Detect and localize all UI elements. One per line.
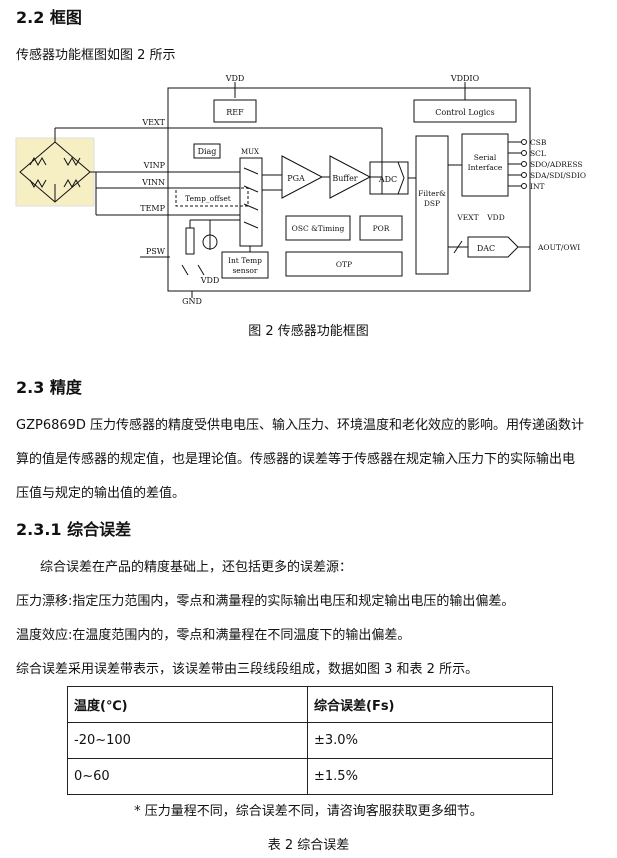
mux-label: MUX [241, 148, 259, 156]
int-temp-sensor-block [221, 251, 269, 279]
int-label: INT [530, 182, 545, 191]
gnd-label: GND [182, 297, 202, 306]
table-cell: ±1.5% [307, 758, 553, 795]
dac-block [467, 236, 519, 258]
filter-label-1: Filter& [418, 189, 446, 198]
table-cell: 0~60 [67, 758, 308, 795]
chip-outline [167, 87, 531, 292]
block-diagram-intro: 传感器功能框图如图 2 所示 [16, 48, 176, 63]
buffer-label: Buffer [332, 174, 357, 183]
error-band-text: 综合误差采用误差带表示，该误差带由三段线段组成，数据如图 3 和表 2 所示。 [16, 662, 479, 677]
table-header-temperature: 温度(℃) [67, 686, 308, 723]
table-note: * 压力量程不同，综合误差不同，请咨询客服获取更多细节。 [134, 804, 483, 819]
dac-vdd-label: VDD [486, 213, 504, 222]
filter-dsp-block [415, 135, 449, 275]
table-caption: 表 2 综合误差 [267, 838, 350, 853]
mux-block [239, 157, 263, 247]
figure-caption: 图 2 传感器功能框图 [248, 324, 369, 339]
vddio-label: VDDIO [450, 74, 480, 83]
otp-label: OTP [336, 260, 352, 269]
table-row: 0~60 ±1.5% [67, 758, 553, 795]
serial-label-2: Interface [468, 163, 503, 172]
ref-block [213, 99, 257, 123]
int-temp-label-1: Int Temp [228, 256, 262, 265]
por-block [359, 215, 403, 241]
filter-label-2: DSP [424, 199, 440, 208]
sda-label: SDA/SDI/SDIO [530, 171, 586, 180]
osc-timing-block [285, 215, 351, 241]
table-header-total-error: 综合误差(Fs) [307, 686, 553, 723]
temperature-effect-text: 温度效应:在温度范围内的，零点和满量程在不同温度下的输出偏差。 [16, 628, 411, 643]
accuracy-line-2: 算的值是传感器的规定值，也是理论值。传感器的误差等于传感器在规定输入压力下的实际… [16, 452, 576, 467]
buffer-amplifier [329, 155, 372, 199]
adc-label: ADC [378, 175, 397, 184]
section-heading-2-3-1: 2.3.1 综合误差 [16, 520, 132, 539]
scl-label: SCL [530, 149, 546, 158]
section-heading-2-2: 2.2 框图 [16, 8, 82, 27]
vdd-bottom-label: VDD [200, 276, 220, 285]
bridge-resistor-1 [29, 156, 47, 167]
serial-label-1: Serial [474, 153, 497, 162]
diag-block [193, 143, 221, 159]
table-row: -20~100 ±3.0% [67, 722, 553, 759]
bridge-resistor-3 [29, 178, 47, 189]
table-cell: -20~100 [67, 722, 308, 759]
total-error-table: 温度(℃) 综合误差(Fs) -20~100 ±3.0% 0~60 ±1.5% [67, 686, 553, 795]
pga-amplifier [281, 155, 324, 199]
table-header-row: 温度(℃) 综合误差(Fs) [67, 686, 553, 723]
csb-label: CSB [530, 138, 547, 147]
pga-label: PGA [287, 174, 305, 183]
vinp-label: VINP [143, 161, 166, 170]
pressure-drift-text: 压力漂移:指定压力范围内，零点和满量程的实际输出电压和规定输出电压的输出偏差。 [16, 594, 515, 609]
vdd-top-label: VDD [225, 74, 245, 83]
por-label: POR [373, 224, 390, 233]
bridge-resistor-4 [63, 178, 81, 189]
dac-label: DAC [477, 244, 495, 253]
vext-label: VEXT [141, 118, 165, 127]
otp-block [285, 251, 403, 277]
total-error-intro: 综合误差在产品的精度基础上，还包括更多的误差源： [40, 560, 353, 575]
accuracy-line-3: 压值与规定的输出值的差值。 [16, 486, 186, 501]
dac-vext-label: VEXT [456, 213, 478, 222]
accuracy-line-1: GZP6869D 压力传感器的精度受供电电压、输入压力、环境温度和老化效应的影响… [16, 418, 585, 433]
temp-offset-block [175, 187, 249, 207]
table-cell: ±3.0% [307, 722, 553, 759]
temp-offset-label: Temp_offset [185, 194, 231, 203]
diag-label: Diag [198, 147, 217, 156]
sdo-label: SDO/ADRESS [530, 160, 583, 169]
section-heading-2-3: 2.3 精度 [16, 378, 82, 397]
int-temp-label-2: sensor [232, 266, 257, 275]
temp-label: TEMP [140, 204, 165, 213]
osc-label: OSC &Timing [292, 224, 345, 233]
bridge-resistor-2 [63, 156, 81, 167]
psw-label: PSW [146, 247, 166, 256]
ref-label: REF [226, 108, 244, 117]
control-logics-label: Control Logics [435, 108, 494, 117]
aout-label: AOUT/OWI [537, 243, 580, 252]
resistor-element [185, 227, 195, 255]
control-logics-block [413, 99, 517, 123]
vinn-label: VINN [141, 178, 165, 187]
block-diagram: VDD VDDIO REF Control Logics VEXT VINP V… [15, 74, 586, 306]
